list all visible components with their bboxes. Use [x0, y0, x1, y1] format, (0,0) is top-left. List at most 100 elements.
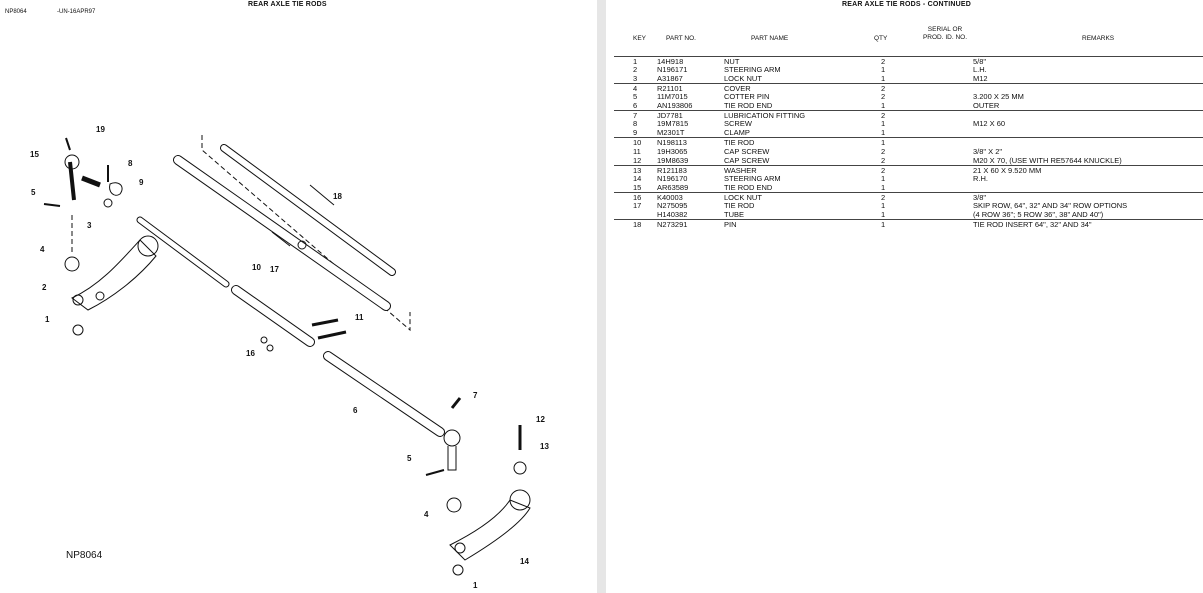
cell-part-no: A31867 [657, 74, 683, 84]
exploded-parts-diagram: 19 15 8 9 5 3 18 4 2 10 17 11 1 16 7 6 1… [30, 125, 549, 590]
cell-part-name: STEERING ARM [724, 173, 781, 183]
cell-remarks: 3/8" [973, 192, 987, 202]
cell-key: 7 [633, 111, 638, 121]
page-gutter [597, 0, 606, 593]
cell-qty: 1 [881, 209, 886, 219]
callout: 12 [536, 415, 545, 424]
header-part-name: PART NAME [751, 35, 789, 42]
callout: 16 [246, 349, 255, 358]
table-row: 14 N196170 STEERING ARM 1 R.H. [614, 174, 1203, 183]
cell-key: 17 [633, 200, 642, 210]
callout: 15 [30, 150, 39, 159]
part-6-tie-rod-end [323, 351, 461, 471]
cell-part-no: 19M8639 [657, 155, 689, 165]
part-2-steering-arm [71, 235, 159, 311]
cell-part-name: CLAMP [724, 128, 750, 138]
cell-part-no: M2301T [657, 128, 685, 138]
cell-key: 6 [633, 101, 638, 111]
illustration-code: NP8064 [5, 9, 27, 15]
cell-part-no: 19H3065 [657, 146, 688, 156]
cell-remarks: OUTER [973, 101, 1000, 111]
cell-key: 18 [633, 219, 642, 229]
cell-remarks: 3.200 X 25 MM [973, 92, 1024, 102]
cell-part-no: R21101 [657, 84, 683, 94]
callout: 1 [473, 581, 478, 590]
header-key: KEY [633, 35, 647, 42]
callout: 1 [45, 315, 50, 324]
cell-part-no: N198113 [657, 138, 687, 148]
part-14-steering-arm [449, 489, 531, 561]
table-row: 10 N198113 TIE ROD 1 [614, 137, 1203, 147]
cell-key: 5 [633, 92, 638, 102]
cell-remarks: R.H. [973, 173, 988, 183]
cell-part-name: TIE ROD END [724, 182, 773, 192]
part-10-tie-rod [136, 216, 315, 347]
callout: 4 [40, 245, 45, 254]
cell-qty: 2 [881, 192, 886, 202]
cell-part-name: COVER [724, 84, 751, 94]
cell-remarks: 3/8" X 2" [973, 146, 1003, 156]
cell-key: 1 [633, 57, 638, 66]
callout: 19 [96, 125, 105, 134]
part-18-assembly [173, 135, 411, 332]
cell-key: 10 [633, 138, 642, 148]
cell-qty: 2 [881, 57, 886, 66]
cell-part-no: N196170 [657, 173, 688, 183]
callout: 9 [139, 178, 144, 187]
cell-part-name: SCREW [724, 119, 752, 129]
callout: 11 [355, 313, 364, 322]
cell-part-name: TIE ROD END [724, 101, 773, 111]
cell-part-no: AR63589 [657, 182, 689, 192]
callout: 3 [87, 221, 92, 230]
cell-part-no: 11M7015 [657, 92, 688, 102]
left-page: REAR AXLE TIE RODS NP8064 -UN-16APR97 [0, 0, 597, 593]
cell-remarks: M20 X 70, (USE WITH RE57644 KNUCKLE) [973, 155, 1122, 165]
cell-key: 3 [633, 74, 638, 84]
cell-part-name: TUBE [724, 209, 745, 219]
cell-remarks: TIE ROD INSERT 64", 32" AND 34" [973, 219, 1092, 229]
cell-qty: 1 [881, 173, 886, 183]
cell-remarks: 21 X 60 X 9.520 MM [973, 165, 1042, 175]
illustration-label: NP8064 [66, 550, 103, 561]
callout: 6 [353, 406, 358, 415]
cell-part-no: N273291 [657, 219, 688, 229]
cell-qty: 2 [881, 155, 886, 165]
cell-qty: 2 [881, 92, 886, 102]
cell-part-no: N196171 [657, 65, 688, 75]
callout: 5 [407, 454, 412, 463]
header-part-no: PART NO. [666, 35, 696, 42]
page-title: REAR AXLE TIE RODS - CONTINUED [842, 1, 972, 8]
cell-key: 16 [633, 192, 642, 202]
callout: 13 [540, 442, 549, 451]
cell-qty: 1 [881, 200, 886, 210]
cell-part-no: 19M7815 [657, 119, 689, 129]
callout: 2 [42, 283, 47, 292]
cell-qty: 1 [881, 128, 886, 138]
cell-qty: 1 [881, 138, 886, 148]
cell-part-no: R121183 [657, 165, 687, 175]
cell-remarks: SKIP ROW, 64", 32" AND 34" ROW OPTIONS [973, 200, 1128, 210]
cell-key: 15 [633, 182, 642, 192]
header-serial-1: SERIAL OR [927, 26, 963, 33]
cell-part-no: JD7781 [657, 111, 683, 121]
cell-qty: 2 [881, 165, 886, 175]
cell-qty: 1 [881, 101, 886, 111]
cell-part-name: WASHER [724, 165, 757, 175]
cell-part-name: STEERING ARM [724, 65, 781, 75]
cell-qty: 1 [881, 119, 886, 129]
cell-part-name: CAP SCREW [724, 155, 770, 165]
page-title: REAR AXLE TIE RODS [248, 1, 327, 8]
cell-part-name: TIE ROD [724, 138, 755, 148]
cell-remarks: 5/8" [973, 57, 987, 66]
cell-key: 14 [633, 173, 642, 183]
cell-qty: 2 [881, 84, 886, 94]
callout: 7 [473, 391, 478, 400]
